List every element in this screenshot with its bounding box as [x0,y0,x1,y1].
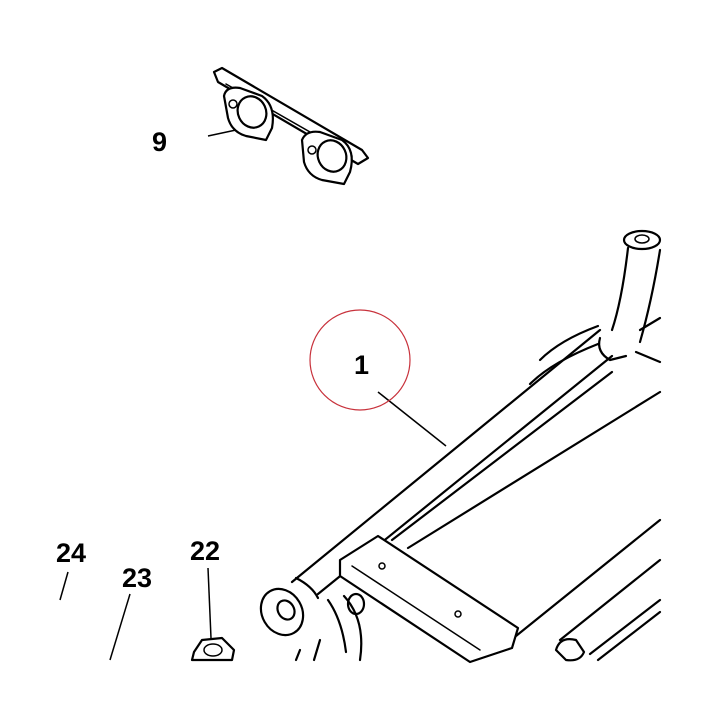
leader-line-23 [109,593,131,661]
part-22-nut [190,636,236,662]
leader-line-9 [207,129,237,137]
part-label-24: 24 [56,538,86,568]
leader-line-22 [207,567,212,639]
part-9-clamp-bracket [212,66,370,186]
part-label-9: 9 [152,127,167,157]
leader-line-1 [377,391,447,447]
part-1-frame [259,229,662,664]
part-label-1: 1 [354,350,369,380]
part-label-23: 23 [122,563,152,593]
leader-line-24 [59,571,69,601]
part-label-22: 22 [190,536,220,566]
part-1-highlight-circle [309,309,411,411]
